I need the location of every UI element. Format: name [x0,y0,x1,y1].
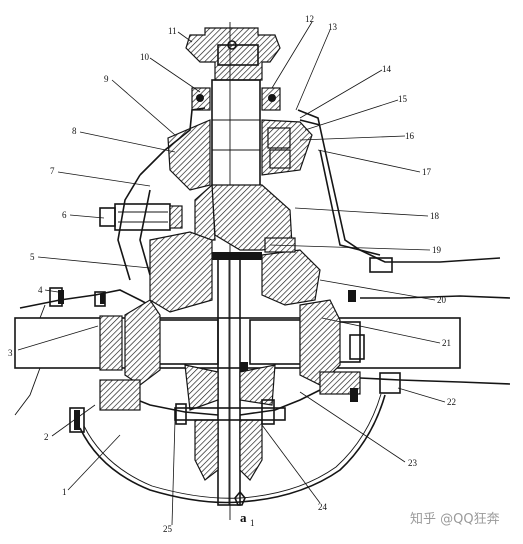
carrier-housing [117,107,501,281]
callout-9: 9 [104,74,109,84]
callout-16: 16 [405,131,415,141]
caption-subscript: 1 [250,518,255,528]
callout-6: 6 [62,210,67,220]
callout-1: 1 [62,487,67,497]
callout-17: 17 [422,167,432,177]
callout-20: 20 [437,295,447,305]
callout-22: 22 [447,397,456,407]
axle-housing-right [348,257,511,402]
caption-main: a [240,510,247,525]
callout-23: 23 [408,458,418,468]
callout-labels: 1 2 3 4 5 6 7 8 9 10 11 12 13 14 15 16 1… [8,14,456,534]
side-gears [124,299,341,411]
differential-carrier [149,231,321,313]
callout-8: 8 [72,126,77,136]
figure-caption: a 1 [240,510,255,528]
callout-24: 24 [318,502,328,512]
bearing-housing [167,119,313,191]
leader-lines [17,21,446,526]
callout-2: 2 [44,432,49,442]
callout-11: 11 [168,26,177,36]
input-flange [185,22,281,520]
bottom-bolt [174,399,286,425]
differential-case-lower [99,371,361,481]
callout-14: 14 [382,64,392,74]
adjusting-bolt [99,203,183,231]
pinion-bearing-upper [191,87,281,111]
callout-18: 18 [430,211,440,221]
callout-4: 4 [38,285,43,295]
callout-10: 10 [140,52,150,62]
callout-12: 12 [305,14,314,24]
callout-5: 5 [30,252,35,262]
callout-7: 7 [50,166,55,176]
callout-19: 19 [432,245,442,255]
callout-25: 25 [163,524,173,534]
half-shaft [14,304,461,416]
watermark: 知乎 @QQ狂奔 [410,511,500,527]
callout-15: 15 [398,94,408,104]
watermark-text: 知乎 @QQ狂奔 [410,511,500,527]
callout-3: 3 [8,348,13,358]
drive-bevel-pinion [194,183,293,251]
axle-housing-flange-left [19,287,156,309]
lower-cover [69,393,386,506]
callout-21: 21 [442,338,451,348]
callout-13: 13 [328,22,338,32]
